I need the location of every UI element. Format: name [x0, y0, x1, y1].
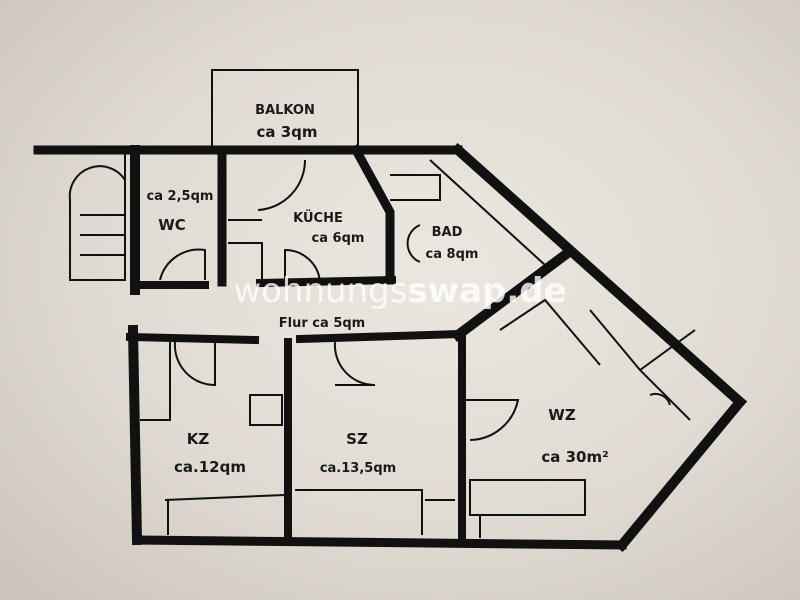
wz-door [465, 399, 520, 441]
kitchen-bath-wall [349, 143, 395, 285]
balkon-area: ca 3qm [256, 123, 317, 141]
kz-furniture [140, 342, 286, 535]
sz-door [333, 341, 376, 387]
kz-door [173, 341, 216, 387]
sz-name: SZ [346, 430, 368, 448]
balcony-outline [211, 69, 359, 150]
kz-name: KZ [187, 430, 210, 448]
watermark-part1: wohnungs [233, 271, 407, 311]
bottom-wall [133, 535, 627, 550]
hall-bottom-wall [125, 329, 465, 345]
kitchen-door [257, 159, 307, 211]
wc-door [159, 248, 206, 281]
flur-label: Flur ca 5qm [279, 316, 365, 331]
kitchen-counter [228, 219, 322, 283]
room-labels: BALKON ca 3qm ca 2,5qm WC KÜCHE ca 6qm B… [147, 103, 609, 476]
sz-furniture [295, 489, 455, 535]
stairs [45, 149, 126, 281]
wc-area: ca 2,5qm [147, 189, 214, 204]
hall-top-wall [131, 275, 397, 289]
watermark-part2: swap.de [407, 271, 566, 311]
balkon-name: BALKON [255, 103, 315, 118]
bad-name: BAD [432, 225, 463, 240]
diagonal-outer-wall [450, 142, 748, 410]
sz-area: ca.13,5qm [320, 461, 396, 476]
bath-living-wall [451, 248, 572, 342]
wz-area: ca 30m² [541, 448, 608, 466]
wc-name: WC [158, 216, 186, 234]
kueche-name: KÜCHE [293, 210, 343, 226]
watermark: wohnungsswap.de [233, 271, 566, 311]
left-wall [127, 145, 143, 546]
wz-furniture [469, 298, 696, 538]
wz-name: WZ [548, 406, 576, 424]
bad-area: ca 8qm [426, 247, 479, 262]
right-lower-wall [614, 394, 748, 553]
walls [33, 142, 748, 553]
thin-lines [45, 69, 696, 538]
bath-fixtures [390, 159, 546, 266]
kueche-area: ca 6qm [312, 231, 365, 246]
kz-area: ca.12qm [174, 458, 246, 476]
